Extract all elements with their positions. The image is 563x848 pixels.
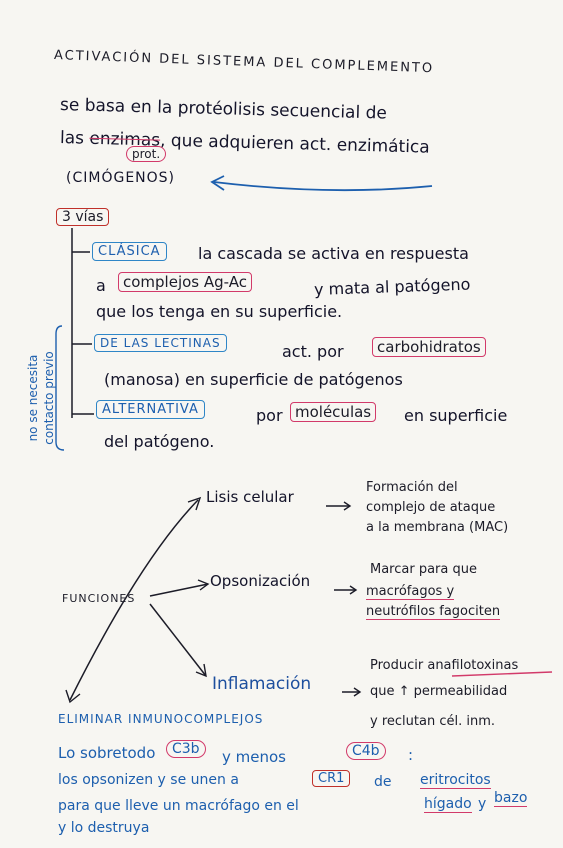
footer-line-2-pre: los opsonizen y se unen a bbox=[58, 772, 239, 788]
via-lectinas-label: DE LAS LECTINAS bbox=[94, 334, 227, 352]
via-clasica-text-1: la cascada se activa en respuesta bbox=[198, 244, 469, 263]
footer-line-4: y lo destruya bbox=[58, 820, 150, 836]
funcion-lisis-desc-3: a la membrana (MAC) bbox=[366, 520, 509, 535]
funcion-lisis-desc-1: Formación del bbox=[366, 480, 458, 495]
via-alternativa-label: ALTERNATIVA bbox=[96, 400, 205, 419]
footer-eritrocitos: eritrocitos bbox=[420, 772, 491, 789]
side-note-line-2: contacto previo bbox=[42, 351, 56, 445]
footer-line-1-pre: Lo sobretodo bbox=[58, 744, 156, 762]
footer-line-2-mid: de bbox=[374, 774, 392, 790]
prot-note: prot. bbox=[126, 146, 167, 162]
footer-higado: hígado bbox=[424, 796, 472, 813]
funciones-branch-lisis-arrowhead bbox=[187, 496, 202, 511]
footer-line-3-pre: para que lleve un macrófago en el bbox=[58, 798, 299, 814]
footer-bazo: bazo bbox=[494, 790, 528, 807]
via-clasica-text-2-pre: a bbox=[96, 276, 106, 295]
via-clasica-text-2-post: y mata al patógeno bbox=[313, 274, 471, 299]
intro-line-3: (CIMÓGENOS) bbox=[66, 170, 175, 186]
funcion-opsonizacion-desc-1: Marcar para que bbox=[370, 562, 477, 577]
funciones-branch-opso bbox=[149, 583, 209, 597]
intro-line-1: se basa en la protéolisis secuencial de bbox=[59, 95, 388, 124]
funcion-inflamacion-desc-3: y reclutan cél. inm. bbox=[370, 714, 495, 729]
c4b-oval: C4b bbox=[346, 742, 386, 760]
vias-label: 3 vías bbox=[56, 208, 110, 226]
funcion-lisis-desc-2: complejo de ataque bbox=[366, 500, 496, 515]
via-lectinas-box: carbohidratos bbox=[372, 337, 486, 357]
funciones-branch-opso-arrowhead bbox=[197, 579, 210, 591]
c3b-oval: C3b bbox=[166, 740, 206, 758]
funcion-opsonizacion-desc-3: neutrófilos fagociten bbox=[366, 604, 501, 620]
funcion-lisis-label: Lisis celular bbox=[206, 488, 294, 506]
funcion-inflamacion-desc-2: que ↑ permeabilidad bbox=[370, 684, 508, 699]
cimogenos-arrow bbox=[213, 181, 433, 192]
opso-arrowhead bbox=[349, 585, 358, 595]
funcion-inflamacion-desc-1: Producir anafilotoxinas bbox=[370, 658, 519, 673]
via-lectinas-text-2: (manosa) en superficie de patógenos bbox=[104, 370, 403, 389]
funciones-branch-infl bbox=[149, 603, 207, 677]
lisis-arrowhead bbox=[343, 501, 352, 511]
funcion-opsonizacion-label: Opsonización bbox=[210, 572, 311, 590]
side-note-line-1: no se necesita bbox=[26, 354, 40, 442]
via-clasica-text-3: que los tenga en su superficie. bbox=[96, 302, 343, 321]
side-note: no se necesita contacto previo bbox=[25, 323, 57, 473]
footer-line-1-mid: y menos bbox=[222, 748, 286, 766]
via-clasica-box: complejos Ag-Ac bbox=[118, 272, 252, 292]
via-clasica-label: CLÁSICA bbox=[92, 242, 167, 261]
footer-line-1-post: : bbox=[408, 746, 414, 764]
via-alternativa-text-2: del patógeno. bbox=[104, 432, 215, 451]
via-alternativa-box: moléculas bbox=[290, 402, 377, 422]
via-alternativa-text-1-post: en superficie bbox=[404, 406, 508, 425]
funcion-opsonizacion-desc-2: macrófagos y bbox=[366, 584, 455, 600]
funcion-inflamacion-label: Inflamación bbox=[212, 674, 312, 694]
cimogenos-arrowhead bbox=[210, 175, 225, 191]
via-lectinas-text-1: act. por bbox=[282, 342, 344, 361]
page-title: ACTIVACIÓN DEL SISTEMA DEL COMPLEMENTO bbox=[53, 48, 435, 77]
intro-line-2: las enzimas, que adquieren act. enzimáti… bbox=[60, 128, 430, 158]
funciones-label: FUNCIONES bbox=[62, 592, 136, 605]
infl-arrowhead bbox=[353, 687, 362, 697]
via-alternativa-text-1: por bbox=[256, 406, 283, 425]
footer-line-3-mid: y bbox=[478, 796, 487, 812]
intro-line-2-pre: las bbox=[59, 128, 85, 149]
cr1-box: CR1 bbox=[312, 770, 351, 787]
funciones-branch-infl-arrowhead bbox=[195, 663, 207, 678]
funciones-branch-elim-arrowhead bbox=[65, 689, 81, 704]
eliminar-inmunocomplejos: ELIMINAR INMUNOCOMPLEJOS bbox=[58, 712, 264, 726]
intro-line-2-post: , que adquieren act. enzimática bbox=[159, 130, 430, 158]
side-note-bracket bbox=[55, 325, 65, 451]
